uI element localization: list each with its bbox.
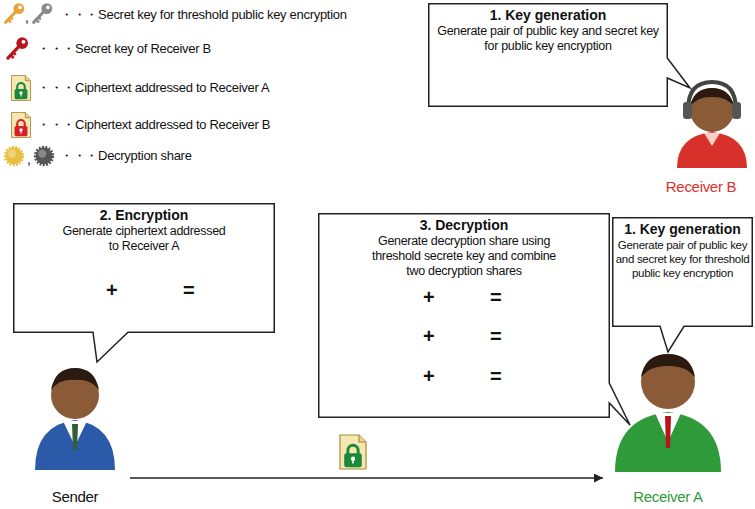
bubble-content: 3. DecryptionGenerate decryption share u… [318,213,610,279]
step-heading: 1. Key generation [428,7,668,24]
legend-text: ・・・Ciphertext addressed to Receiver B [37,117,270,133]
ciphertext-icon [11,113,30,138]
receiver-a-figure [615,354,721,472]
person-name: Receiver B [666,178,736,195]
bubble-outline-path [429,4,690,107]
separator: , [27,148,31,170]
bubble-content: 2. EncryptionGenerate ciphertext address… [13,203,275,254]
operator-sign: = [183,279,195,301]
step-heading: 3. Decryption [318,217,610,234]
person-node: Sender [20,362,130,505]
step-heading: 2. Encryption [13,207,275,224]
person-node: Receiver B [650,78,752,195]
operator-sign: + [423,286,435,308]
person-name: Receiver A [633,488,703,505]
person-node: Receiver A [603,340,733,505]
key-icon [34,3,53,22]
bubble-outline-path [613,218,753,352]
operator-sign: + [423,325,435,347]
step-description: Generate pair of public key and secret k… [434,24,662,54]
ciphertext-icon [11,76,30,101]
ciphertext-icon [340,435,366,469]
sender-figure [35,368,115,470]
share-icon [36,148,53,165]
person-name: Sender [52,488,99,505]
speech-bubble: 1. Key generationGenerate pair of public… [428,3,668,107]
bubble-content: 1. Key generationGenerate pair of public… [428,3,668,54]
key-icon [8,37,28,58]
speech-bubble: 1. Key generationGenerate pair of public… [612,217,753,327]
legend-text: ・・・Ciphertext addressed to Receiver A [37,80,269,96]
step-heading: 1. Key generation [612,221,753,238]
receiver-b-figure [677,82,747,168]
step-description: Generate ciphertext addressed to Receive… [57,224,232,254]
separator: , [25,6,29,28]
legend-text: ・・・Secret key of Receiver B [37,41,211,57]
bubble-content: 1. Key generationGenerate pair of public… [612,217,753,280]
operator-sign: = [490,286,502,308]
bubble-outline-path [319,214,630,425]
speech-bubble: 3. DecryptionGenerate decryption share u… [318,213,610,418]
transmission-arrow [130,477,603,479]
step-description: Generate decryption share using threshol… [362,234,567,279]
operator-sign: = [490,325,502,347]
speech-bubble: 2. EncryptionGenerate ciphertext address… [13,203,275,333]
legend-text: ・・・Decryption share [60,148,192,164]
key-icon [6,3,25,22]
operator-sign: = [490,365,502,387]
operator-sign: + [423,365,435,387]
share-icon [6,148,23,165]
legend-text: ・・・Secret key for threshold public key e… [60,7,347,23]
step-description: Generate pair of public key and secret k… [615,238,751,280]
bubble-outline-path [14,204,275,362]
operator-sign: + [106,279,118,301]
